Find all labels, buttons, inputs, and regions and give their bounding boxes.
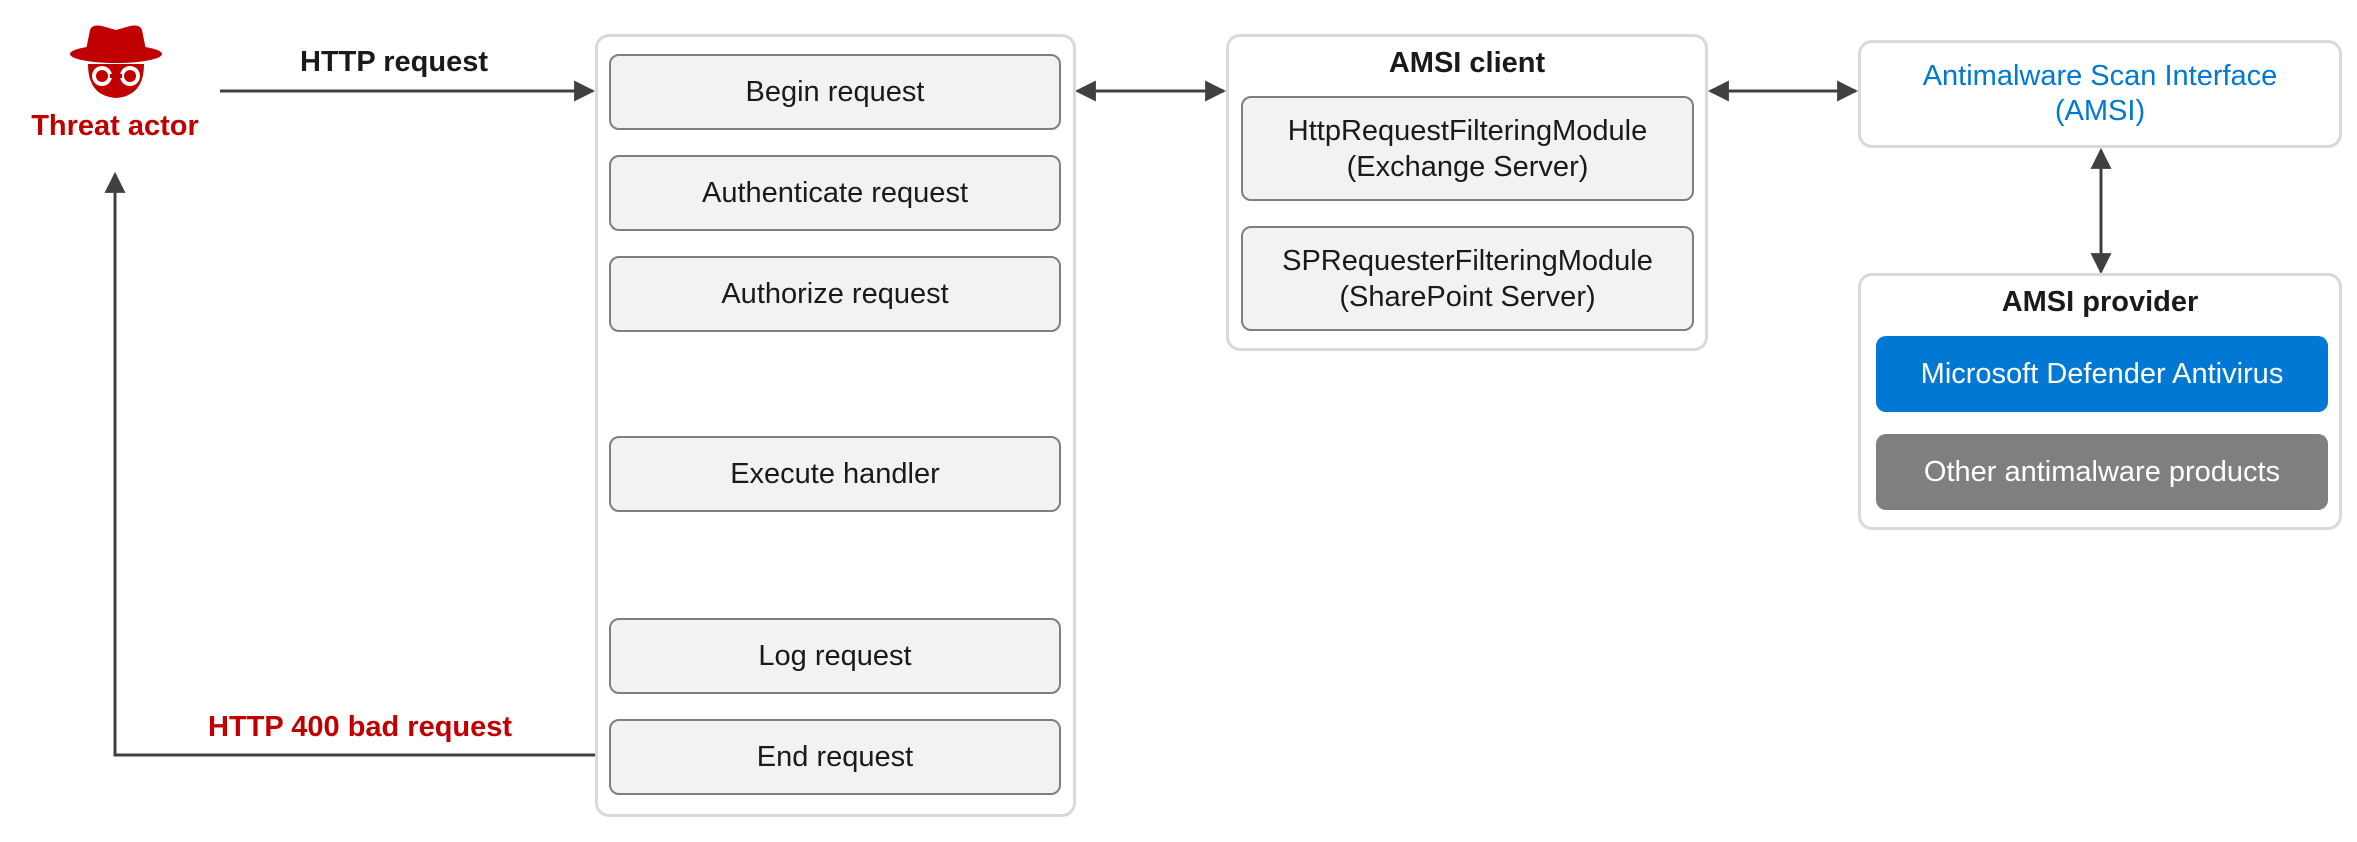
amsi-interface-box: Antimalware Scan Interface (AMSI) — [1858, 40, 2342, 148]
amsi-interface-acronym: (AMSI) — [2054, 95, 2146, 127]
amsi-client-title: AMSI client — [1388, 47, 1546, 79]
amsi-client-module-exchange: HttpRequestFilteringModule (Exchange Ser… — [1241, 96, 1694, 201]
pipeline-step-log-request: Log request — [609, 618, 1061, 694]
pipeline-step-execute-handler: Execute handler — [609, 436, 1061, 512]
pipeline-step-begin-request: Begin request — [609, 54, 1061, 130]
request-pipeline-frame — [595, 34, 1076, 817]
http-400-return-arrow — [104, 171, 595, 757]
http-request-label: HTTP request — [300, 46, 489, 78]
amsi-interface-name: Antimalware Scan Interface — [1922, 60, 2278, 92]
http-400-label: HTTP 400 bad request — [208, 711, 513, 743]
pipeline-step-authorize-request: Authorize request — [609, 256, 1061, 332]
amsi-client-module-sharepoint: SPRequesterFilteringModule (SharePoint S… — [1241, 226, 1694, 331]
threat-actor-label: Threat actor — [31, 110, 199, 142]
module-server: (Exchange Server) — [1346, 150, 1589, 183]
microsoft-defender-antivirus: Microsoft Defender Antivirus — [1876, 336, 2328, 412]
module-server: (SharePoint Server) — [1339, 280, 1596, 313]
module-name: HttpRequestFilteringModule — [1287, 114, 1648, 147]
threat-actor-icon — [70, 25, 162, 98]
module-name: SPRequesterFilteringModule — [1282, 244, 1653, 277]
other-antimalware-products: Other antimalware products — [1876, 434, 2328, 510]
threat-actor: Threat actor — [20, 22, 210, 152]
amsi-provider-title: AMSI provider — [2001, 286, 2199, 318]
pipeline-step-authenticate-request: Authenticate request — [609, 155, 1061, 231]
pipeline-step-end-request: End request — [609, 719, 1061, 795]
